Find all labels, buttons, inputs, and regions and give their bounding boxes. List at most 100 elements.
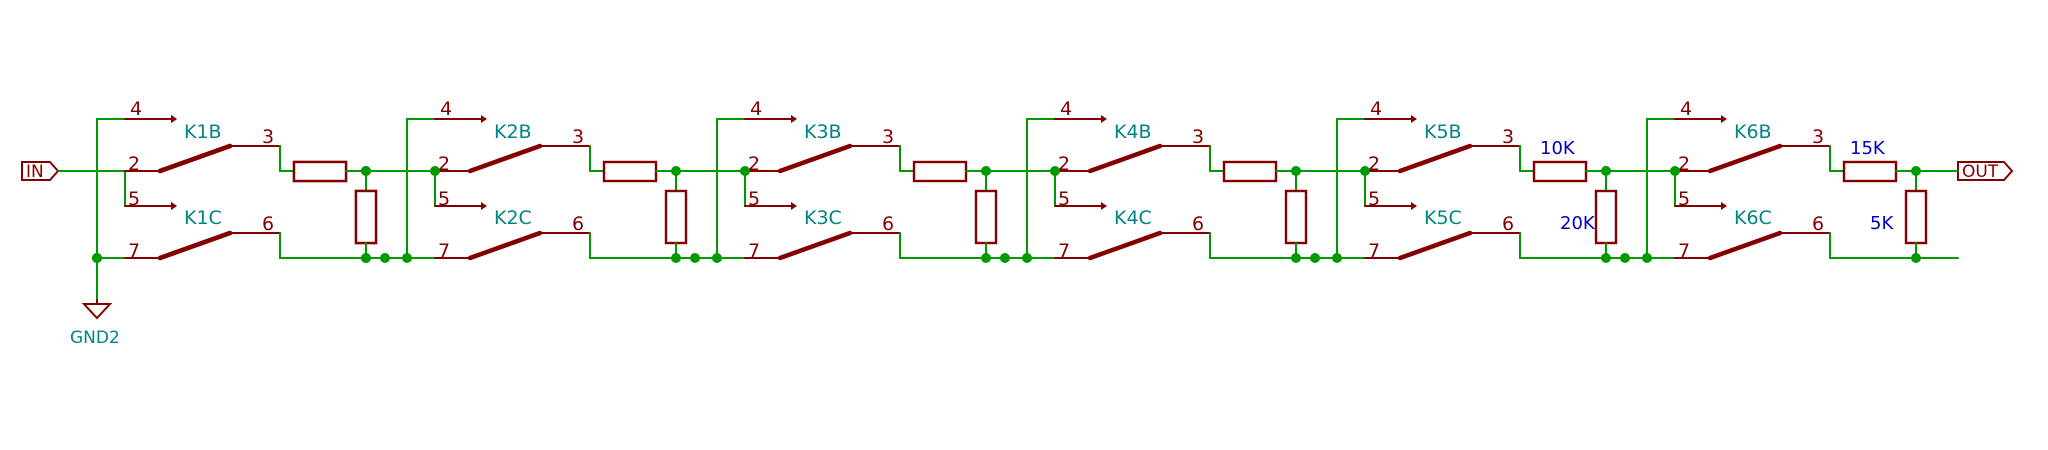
shunt-resistor[interactable] xyxy=(974,189,998,245)
relay-stage-4 xyxy=(1022,115,1339,263)
ground-label: GND2 xyxy=(70,328,120,348)
junction-dot xyxy=(361,253,371,263)
junction-dot xyxy=(981,253,991,263)
junction-dot xyxy=(1332,253,1342,263)
relay-section-c[interactable] xyxy=(1364,230,1521,261)
output-port-label: OUT xyxy=(1962,162,1999,182)
pin-number: 4 xyxy=(440,98,452,120)
pin-number: 7 xyxy=(1678,240,1690,262)
junction-dot xyxy=(1601,253,1611,263)
relay-ref-c: K5C xyxy=(1424,207,1462,229)
relay-ref-b: K5B xyxy=(1424,121,1462,143)
shunt-resistor[interactable] xyxy=(1904,189,1928,245)
ground-symbol xyxy=(81,303,113,320)
pin-number: 3 xyxy=(572,126,584,148)
relay-ref-c: K4C xyxy=(1114,207,1152,229)
relay-ref-c: K3C xyxy=(804,207,842,229)
junction-dot xyxy=(402,253,412,263)
junction-dot xyxy=(361,166,371,176)
junction-dot xyxy=(1050,166,1060,176)
pin-number: 6 xyxy=(882,213,894,235)
pin-number: 6 xyxy=(572,213,584,235)
relay-stage-2 xyxy=(402,115,719,263)
pin-number: 4 xyxy=(1060,98,1072,120)
pin-number: 5 xyxy=(1058,188,1070,210)
relay-section-c[interactable] xyxy=(124,230,281,261)
pin-number: 5 xyxy=(128,188,140,210)
relay-section-b[interactable] xyxy=(1054,115,1211,210)
series-resistor[interactable] xyxy=(602,160,658,183)
pin-number: 7 xyxy=(438,240,450,262)
junction-dot xyxy=(92,253,102,263)
pin-number: 3 xyxy=(1502,126,1514,148)
relay-ref-b: K3B xyxy=(804,121,842,143)
pin-number: 4 xyxy=(1680,98,1692,120)
pin-number: 3 xyxy=(262,126,274,148)
relay-ref-b: K2B xyxy=(494,121,532,143)
relay-stage-3 xyxy=(712,115,1029,263)
series-resistor[interactable] xyxy=(1532,160,1588,183)
junction-dot xyxy=(671,166,681,176)
pin-number: 7 xyxy=(1058,240,1070,262)
relay-ref-c: K6C xyxy=(1734,207,1772,229)
pin-number: 4 xyxy=(750,98,762,120)
pin-number: 6 xyxy=(1192,213,1204,235)
relay-section-b[interactable] xyxy=(124,115,281,210)
pin-number: 2 xyxy=(1368,153,1380,175)
pin-number: 5 xyxy=(1678,188,1690,210)
shunt-annotation: 20K xyxy=(1560,213,1596,234)
junction-dot xyxy=(712,253,722,263)
series-resistor[interactable] xyxy=(1842,160,1898,183)
shunt-resistor[interactable] xyxy=(1594,189,1618,245)
relay-section-c[interactable] xyxy=(744,230,901,261)
junction-dot xyxy=(690,253,700,263)
relay-section-c[interactable] xyxy=(1054,230,1211,261)
relay-section-c[interactable] xyxy=(1674,230,1831,261)
junction-dot xyxy=(671,253,681,263)
pin-number: 5 xyxy=(438,188,450,210)
pin-number: 2 xyxy=(128,153,140,175)
pin-number: 6 xyxy=(1502,213,1514,235)
relay-section-b[interactable] xyxy=(434,115,591,210)
junction-dot xyxy=(380,253,390,263)
pin-number: 7 xyxy=(748,240,760,262)
pin-number: 2 xyxy=(748,153,760,175)
pin-number: 3 xyxy=(1192,126,1204,148)
pin-number: 5 xyxy=(1368,188,1380,210)
relay-section-b[interactable] xyxy=(1674,115,1831,210)
series-resistor[interactable] xyxy=(912,160,968,183)
pin-number: 4 xyxy=(130,98,142,120)
pin-number: 4 xyxy=(1370,98,1382,120)
series-resistor[interactable] xyxy=(292,160,348,183)
series-annotation: 10K xyxy=(1540,138,1576,159)
input-port[interactable]: IN xyxy=(21,161,60,182)
junction-dot xyxy=(1642,253,1652,263)
relay-section-b[interactable] xyxy=(744,115,901,210)
shunt-resistor[interactable] xyxy=(354,189,378,245)
junction-dot xyxy=(740,166,750,176)
relay-ref-b: K4B xyxy=(1114,121,1152,143)
pin-number: 3 xyxy=(1812,126,1824,148)
relay-stages xyxy=(92,115,1959,263)
pin-number: 2 xyxy=(1678,153,1690,175)
junction-dot xyxy=(1000,253,1010,263)
relay-section-c[interactable] xyxy=(124,230,281,261)
relay-ref-c: K2C xyxy=(494,207,532,229)
pin-number: 2 xyxy=(438,153,450,175)
junction-dot xyxy=(1022,253,1032,263)
pin-number: 6 xyxy=(262,213,274,235)
junction-dot xyxy=(430,166,440,176)
relay-ref-c: K1C xyxy=(184,207,222,229)
series-resistor[interactable] xyxy=(1222,160,1278,183)
junction-dot xyxy=(1310,253,1320,263)
pin-number: 7 xyxy=(1368,240,1380,262)
relay-section-b[interactable] xyxy=(1364,115,1521,210)
output-port[interactable]: OUT xyxy=(1957,161,2014,182)
shunt-resistor[interactable] xyxy=(1284,189,1308,245)
shunt-resistor[interactable] xyxy=(664,189,688,245)
junction-dot xyxy=(981,166,991,176)
junction-dot xyxy=(1291,166,1301,176)
junction-dot xyxy=(1620,253,1630,263)
relay-section-c[interactable] xyxy=(434,230,591,261)
